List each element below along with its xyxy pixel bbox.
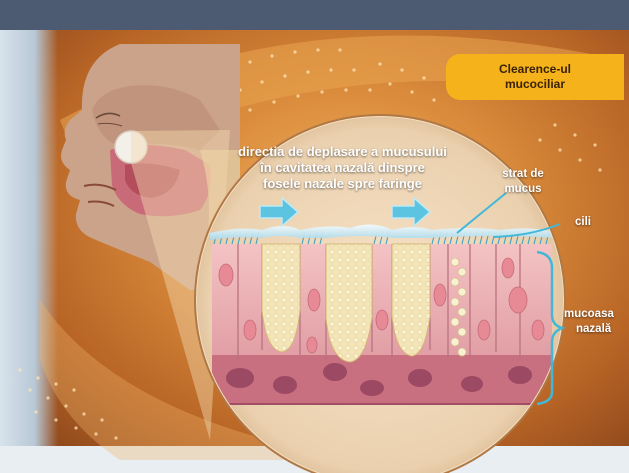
epithelium: [212, 244, 552, 405]
direction-label: directia de deplasare a mucusului în cav…: [200, 144, 485, 192]
goblet-cell: [262, 244, 300, 352]
direction-line-3: fosele nazale spre faringe: [200, 176, 485, 192]
goblet-cell: [392, 244, 430, 356]
direction-line-1: directia de deplasare a mucusului: [200, 144, 485, 160]
mucosa-label-line-1: mucoasa: [564, 307, 629, 322]
goblet-cell: [326, 244, 372, 362]
mucosa-label-line-2: nazală: [564, 322, 629, 337]
title-line-2: mucociliar: [505, 77, 565, 92]
cilia-label: cili: [563, 216, 603, 228]
mucus-label-line-1: strat de: [488, 167, 558, 182]
mucus-label-line-2: mucus: [488, 182, 558, 197]
direction-line-2: în cavitatea nazală dinspre: [200, 160, 485, 176]
title-line-1: Clearence-ul: [499, 62, 571, 77]
mucosa-label: mucoasa nazală: [564, 307, 629, 337]
mucus-layer-label: strat de mucus: [488, 167, 558, 197]
title-box: Clearence-ul mucociliar: [446, 54, 624, 100]
